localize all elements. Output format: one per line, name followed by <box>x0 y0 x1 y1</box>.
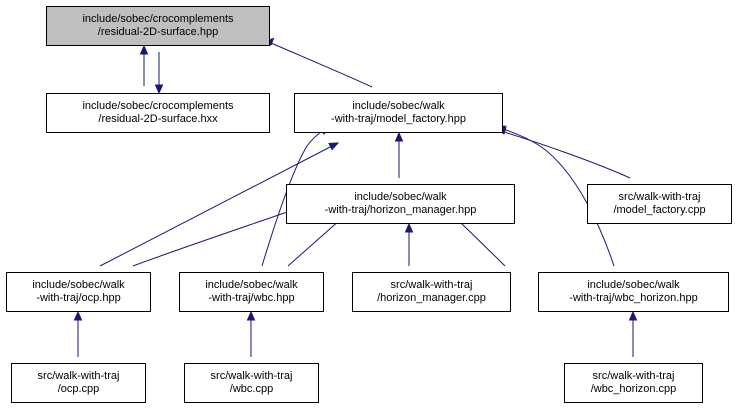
node-label-line: include/sobec/walk <box>352 100 445 112</box>
node-wbc-hpp[interactable]: include/sobec/walk -with-traj/wbc.hpp <box>179 272 324 312</box>
node-label-line: /model_factory.cpp <box>613 204 706 216</box>
node-label-line: src/walk-with-traj <box>618 191 701 203</box>
node-wbc-cpp[interactable]: src/walk-with-traj /wbc.cpp <box>184 363 319 403</box>
node-label-line: src/walk-with-traj <box>37 370 120 382</box>
node-label-line: src/walk-with-traj <box>592 370 675 382</box>
node-wbc-horizon-hpp[interactable]: include/sobec/walk -with-traj/wbc_horizo… <box>538 272 729 312</box>
node-label-line: /residual-2D-surface.hxx <box>98 113 218 125</box>
node-residual-2d-surface-hpp[interactable]: include/sobec/crocomplements /residual-2… <box>46 6 270 46</box>
node-label-line: include/sobec/crocomplements <box>82 100 234 112</box>
node-residual-2d-surface-hxx[interactable]: include/sobec/crocomplements /residual-2… <box>46 93 270 133</box>
node-label-line: /horizon_manager.cpp <box>377 292 486 304</box>
node-label-line: include/sobec/walk <box>587 279 680 291</box>
node-model-factory-cpp[interactable]: src/walk-with-traj /model_factory.cpp <box>587 184 732 224</box>
node-label-line: -with-traj/wbc_horizon.hpp <box>569 292 698 304</box>
node-label-line: /wbc_horizon.cpp <box>590 383 677 395</box>
node-wbc-horizon-cpp[interactable]: src/walk-with-traj /wbc_horizon.cpp <box>564 363 703 403</box>
node-ocp-hpp[interactable]: include/sobec/walk -with-traj/ocp.hpp <box>6 272 151 312</box>
node-label-line: include/sobec/walk <box>32 279 125 291</box>
node-label-line: -with-traj/horizon_manager.hpp <box>324 204 477 216</box>
node-label-line: include/sobec/walk <box>354 191 447 203</box>
node-label-line: -with-traj/model_factory.hpp <box>331 113 466 125</box>
node-model-factory-hpp[interactable]: include/sobec/walk -with-traj/model_fact… <box>294 93 503 133</box>
node-label-line: -with-traj/ocp.hpp <box>36 292 121 304</box>
node-label-line: include/sobec/crocomplements <box>82 13 234 25</box>
node-label-line: src/walk-with-traj <box>210 370 293 382</box>
node-horizon-manager-cpp[interactable]: src/walk-with-traj /horizon_manager.cpp <box>352 272 511 312</box>
node-horizon-manager-hpp[interactable]: include/sobec/walk -with-traj/horizon_ma… <box>286 184 515 224</box>
node-label-line: -with-traj/wbc.hpp <box>208 292 295 304</box>
node-label-line: include/sobec/walk <box>205 279 298 291</box>
node-label-line: src/walk-with-traj <box>390 279 473 291</box>
node-label-line: /wbc.cpp <box>229 383 274 395</box>
node-label-line: /ocp.cpp <box>57 383 100 395</box>
node-label-line: /residual-2D-surface.hpp <box>97 26 219 38</box>
node-ocp-cpp[interactable]: src/walk-with-traj /ocp.cpp <box>11 363 146 403</box>
